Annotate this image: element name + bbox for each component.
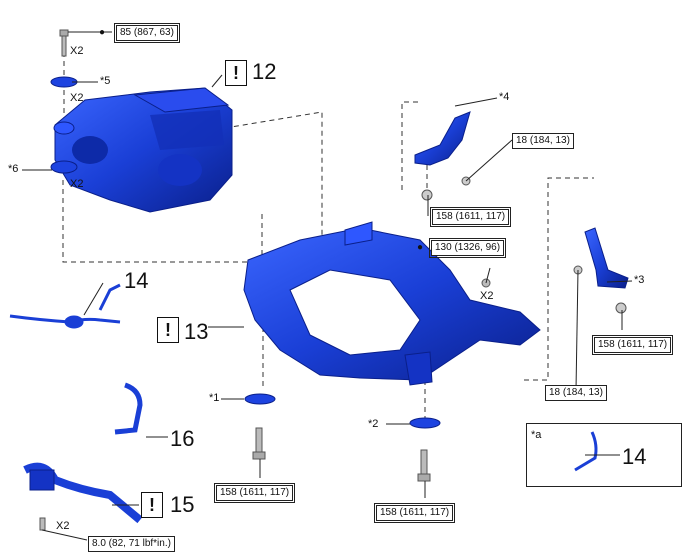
torque-spec-lower-right-bolt: 158 (1611, 117) — [373, 503, 456, 523]
bracket-3 — [573, 227, 629, 314]
motor-assembly — [53, 87, 233, 213]
wire-harness-14 — [9, 283, 121, 329]
part-number-13: 13 — [184, 319, 209, 344]
notice-icon-12: ! — [225, 60, 247, 86]
torque-spec-bracket-3-nut: 18 (184, 13) — [545, 385, 607, 401]
leader-lines — [22, 31, 633, 541]
quantity-label: X2 — [56, 520, 70, 532]
detail-box-a — [526, 423, 682, 487]
torque-spec-lower-left-bolt: 158 (1611, 117) — [213, 483, 296, 503]
part-number-15: 15 — [170, 492, 195, 517]
front-suspension-crossmember — [243, 221, 541, 386]
callout-2: *2 — [368, 418, 379, 430]
torque-spec-crossmember-bolt: 130 (1326, 96) — [428, 238, 507, 258]
part-number-14-detail: 14 — [622, 444, 647, 469]
quantity-label: X2 — [70, 178, 84, 190]
torque-spec-bracket-3-bolt: 158 (1611, 117) — [591, 335, 674, 355]
callout-3: *3 — [634, 274, 645, 286]
callout-5: *5 — [100, 75, 111, 87]
dot-marker-crossmember: ● — [417, 242, 424, 253]
washer-1 — [409, 417, 441, 429]
hose-16 — [114, 382, 143, 435]
quantity-label: X2 — [70, 92, 84, 104]
part-number-16: 16 — [170, 426, 195, 451]
notice-icon-15: ! — [141, 492, 163, 518]
part-number-14: 14 — [124, 268, 149, 293]
callout-a: *a — [531, 429, 542, 441]
torque-spec-bracket-4-nut: 18 (184, 13) — [512, 133, 574, 149]
callout-6: *6 — [8, 163, 19, 175]
notice-icon-13: ! — [157, 317, 179, 343]
wire-harness-detail — [574, 431, 598, 472]
quantity-label: X2 — [480, 290, 494, 302]
engine-mount-bolt — [59, 29, 69, 57]
washer-2 — [244, 393, 276, 405]
lower-bolt-right — [417, 449, 431, 482]
part-number-12: 12 — [252, 59, 277, 84]
lower-bolt-left — [252, 427, 266, 460]
torque-spec-top-bolt: 85 (867, 63) — [114, 23, 180, 43]
washer-6 — [50, 160, 78, 174]
callout-4: *4 — [499, 91, 510, 103]
stabilizer-bar-15 — [23, 462, 143, 531]
bracket-4 — [414, 111, 471, 201]
quantity-label: X2 — [70, 45, 84, 57]
callout-1: *1 — [209, 392, 220, 404]
dot-marker-top: ● — [99, 27, 106, 38]
torque-spec-stabilizer-bolt: 8.0 (82, 71 lbf*in.) — [88, 536, 175, 552]
torque-spec-bracket-4-bolt: 158 (1611, 117) — [429, 207, 512, 227]
